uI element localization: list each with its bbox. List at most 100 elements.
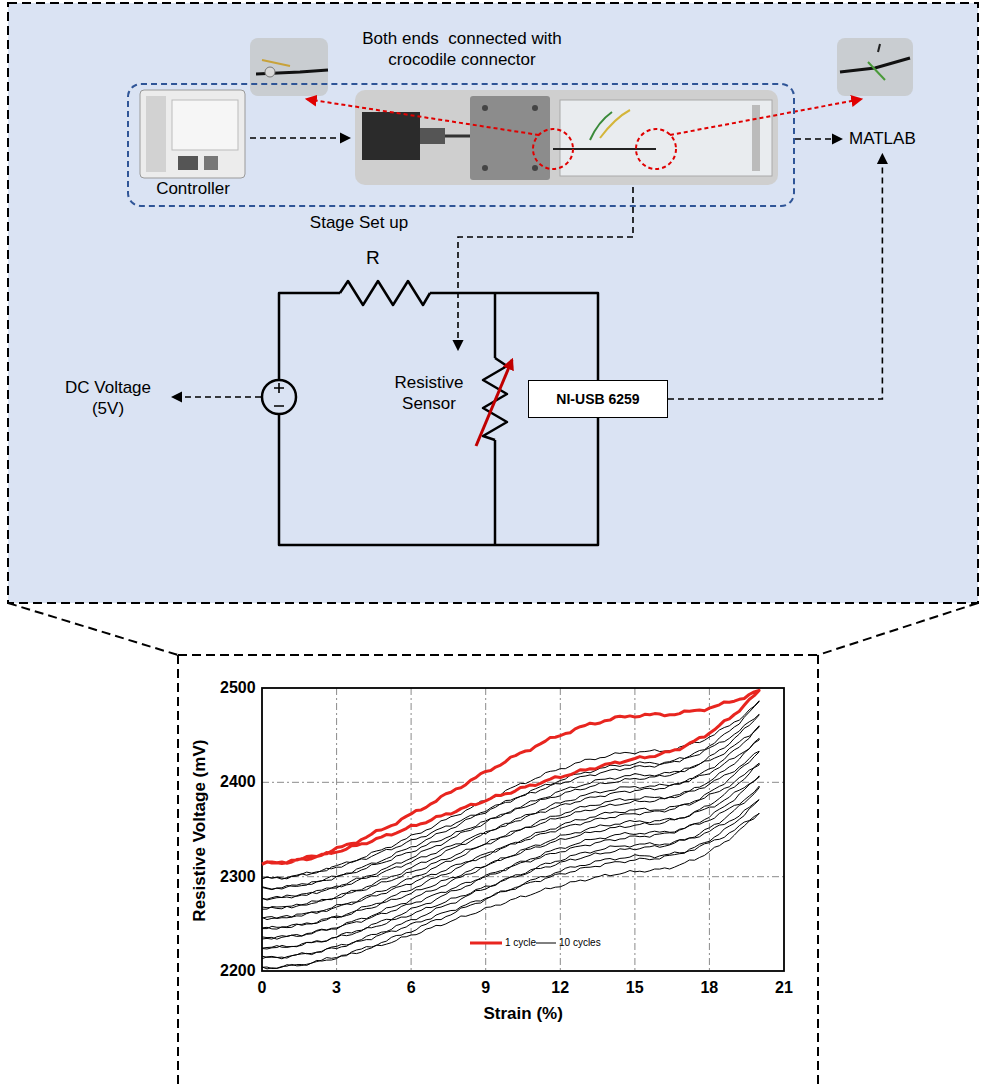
chart-grid xyxy=(411,688,412,971)
chart-grid xyxy=(485,688,486,971)
zoom-bracket xyxy=(178,654,818,656)
stage-photo xyxy=(752,105,760,171)
response-curve xyxy=(262,726,759,900)
stage-photo xyxy=(553,148,656,150)
axis-tick: 18 xyxy=(700,978,718,998)
axis-tick: 6 xyxy=(407,978,416,998)
legend-sample xyxy=(470,942,502,945)
chart-grid xyxy=(262,688,784,971)
response-curve xyxy=(262,690,759,864)
chart-frame xyxy=(262,688,784,971)
response-curve xyxy=(262,813,759,969)
callout-note: Both ends connected with crocodile conne… xyxy=(352,28,572,71)
circuit-wire xyxy=(279,293,340,380)
controller-photo xyxy=(172,100,238,150)
chart-frame xyxy=(262,688,784,971)
node-label: MATLAB xyxy=(849,129,916,149)
stage-photo xyxy=(532,105,538,111)
response-curve xyxy=(262,738,759,909)
stage-photo xyxy=(532,165,538,171)
flow-arrow xyxy=(172,396,261,398)
chart-grid xyxy=(634,688,635,971)
stage-photo xyxy=(560,100,772,176)
circuit-wire xyxy=(430,293,598,380)
connector-arrow xyxy=(668,154,882,399)
legend-label: 1 cycle xyxy=(505,937,536,950)
group-title: Stage Set up xyxy=(310,213,408,233)
zoom-bracket xyxy=(177,655,179,1086)
connector-arrow xyxy=(795,138,842,140)
voltage-source-symbol xyxy=(262,380,296,414)
inset-photo xyxy=(878,44,880,52)
callout-circle xyxy=(670,99,862,135)
flow-arrow xyxy=(250,137,350,139)
controller-photo xyxy=(140,90,245,178)
controller-photo xyxy=(146,96,166,172)
stage-photo xyxy=(355,90,778,185)
controller-photo xyxy=(204,156,218,170)
axis-tick: 2300 xyxy=(220,867,256,887)
software-node: MATLAB xyxy=(845,127,920,151)
inset-photo xyxy=(868,62,885,80)
zoom-bracket xyxy=(817,655,819,1086)
stage-photo xyxy=(355,90,778,185)
axis-tick: 9 xyxy=(481,978,490,998)
response-curve xyxy=(262,751,759,919)
circuit-wire xyxy=(494,440,497,545)
stage-photo xyxy=(600,110,630,138)
flow-arrow xyxy=(172,138,633,397)
source-label: DC Voltage (5V) xyxy=(53,377,163,420)
axis-tick: 12 xyxy=(551,978,569,998)
axis-tick: 15 xyxy=(626,978,644,998)
photo-box: Controller xyxy=(137,88,249,199)
controller-photo xyxy=(140,90,245,178)
chart-grid xyxy=(262,876,784,877)
resistor-symbol xyxy=(340,281,430,305)
axis-tick: 0 xyxy=(258,978,267,998)
callout-circle xyxy=(306,99,862,169)
node-label: Controller xyxy=(137,179,249,199)
variable-arrow xyxy=(476,360,512,446)
circuit-wire xyxy=(274,383,284,406)
chart-grid xyxy=(709,688,710,971)
legend-sample xyxy=(536,943,556,944)
stage-photo xyxy=(482,105,488,111)
controller-photo xyxy=(178,156,198,170)
node-label: NI-USB 6259 xyxy=(556,391,639,407)
axis-tick: 2500 xyxy=(220,678,256,698)
inset-photo xyxy=(250,38,913,96)
inset-photo xyxy=(837,38,913,96)
zoom-bracket xyxy=(8,603,178,655)
setup-panel xyxy=(8,3,978,603)
inset-photo xyxy=(262,60,290,66)
inset-photo xyxy=(265,67,275,77)
component-label: R xyxy=(366,246,380,270)
legend-label: 10 cycles xyxy=(559,937,601,950)
setup-panel xyxy=(8,3,978,603)
axis-title: Strain (%) xyxy=(484,1003,563,1024)
axis-tick: 2200 xyxy=(220,961,256,981)
variable-arrow xyxy=(476,360,512,446)
chart-grid xyxy=(560,688,561,971)
stage-photo xyxy=(420,128,445,144)
response-curve xyxy=(262,800,759,959)
axis-tick: 3 xyxy=(332,978,341,998)
response-curve xyxy=(262,786,759,949)
zoom-bracket xyxy=(818,603,978,655)
axis-tick: 2400 xyxy=(220,772,256,792)
circuit-wire xyxy=(279,414,598,545)
stage-photo xyxy=(482,165,488,171)
axis-tick: 21 xyxy=(775,978,793,998)
stage-photo xyxy=(362,112,420,160)
inset-photo xyxy=(250,38,328,96)
stage-photo xyxy=(470,96,550,180)
chart-grid xyxy=(262,782,784,783)
response-curve xyxy=(262,776,759,939)
callout-circle xyxy=(306,99,539,135)
component-label: Resistive Sensor xyxy=(385,372,473,415)
flow-arrow xyxy=(458,187,633,350)
device-box: NI-USB 6259 xyxy=(528,380,668,418)
